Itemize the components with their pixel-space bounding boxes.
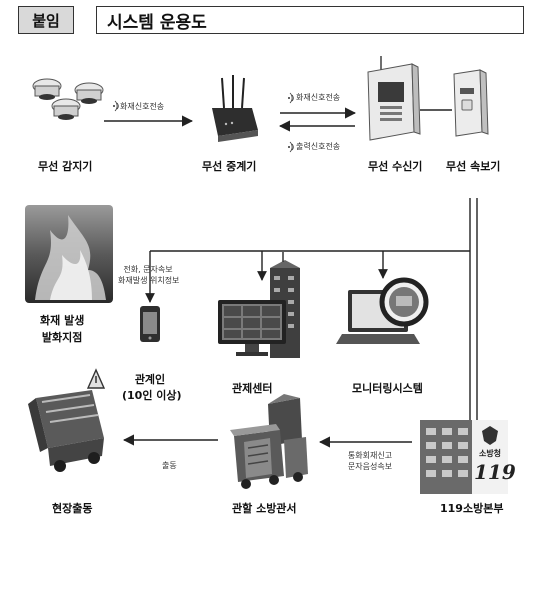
mobile-phone-icon <box>140 306 160 342</box>
edge-label-line: 통화회재신고 <box>347 451 393 460</box>
wifi-icon <box>288 141 294 153</box>
node-label-receiver: 무선 수신기 <box>368 160 423 173</box>
edge-label-phone-text: 전화, 문자속보 화재발생 위치정보 <box>118 264 180 286</box>
node-label-control-center: 관제센터 <box>232 382 273 395</box>
node-label-fire-site: 화재 발생 발화지점 <box>40 312 84 346</box>
edge-label-fire-signal: 화재신호전송 <box>120 102 165 111</box>
node-label-stakeholder: 관계인 (10인 이상) <box>122 372 182 404</box>
fire-scene-icon <box>25 205 113 303</box>
wireless-receiver-icon <box>367 56 421 141</box>
fire-hq-icon <box>420 420 508 494</box>
node-label-line: (10인 이상) <box>122 389 182 402</box>
attachment-tag: 붙임 <box>18 6 74 34</box>
node-label-detector: 무선 감지기 <box>38 160 93 173</box>
node-label-line: 발화지점 <box>41 331 83 344</box>
control-center-icon <box>218 252 300 358</box>
edge-label-report: 통화회재신고 문자음성속보 <box>340 450 400 472</box>
fire-agency-emblem-icon <box>482 426 498 445</box>
wireless-notifier-icon <box>453 69 489 137</box>
wireless-repeater-icon <box>212 75 258 142</box>
edge-label-line: 화재발생 위치정보 <box>118 276 180 285</box>
node-label-line: 관계인 <box>134 373 166 386</box>
edge-label-fire-signal: 화재신호전송 <box>296 93 341 102</box>
node-label-monitoring: 모니터링시스템 <box>352 382 423 395</box>
node-label-notifier: 무선 속보기 <box>446 160 501 173</box>
node-label-hq: 119소방본부 <box>440 502 504 515</box>
smoke-detector-icon <box>32 78 104 120</box>
wifi-icon <box>113 100 119 112</box>
fire-station-icon <box>230 394 308 489</box>
wifi-icon <box>288 92 294 104</box>
node-label-line: 화재 발생 <box>40 314 85 327</box>
node-label-local-station: 관할 소방관서 <box>232 502 297 515</box>
edge-label-output-signal: 출력신호전송 <box>296 142 341 151</box>
page-title: 시스템 운용도 <box>96 6 524 34</box>
edge-label-line: 문자음성속보 <box>347 462 393 471</box>
fire-truck-icon <box>28 368 106 472</box>
agency-logo-number: 119 <box>474 460 516 484</box>
edge-label-line: 전화, 문자속보 <box>123 265 173 274</box>
agency-logo-text: 소방청 <box>478 449 502 458</box>
monitoring-system-icon <box>336 277 429 344</box>
node-label-repeater: 무선 중계기 <box>202 160 257 173</box>
edge-label-dispatch: 출동 <box>162 461 177 470</box>
node-label-dispatch: 현장출동 <box>52 502 93 515</box>
